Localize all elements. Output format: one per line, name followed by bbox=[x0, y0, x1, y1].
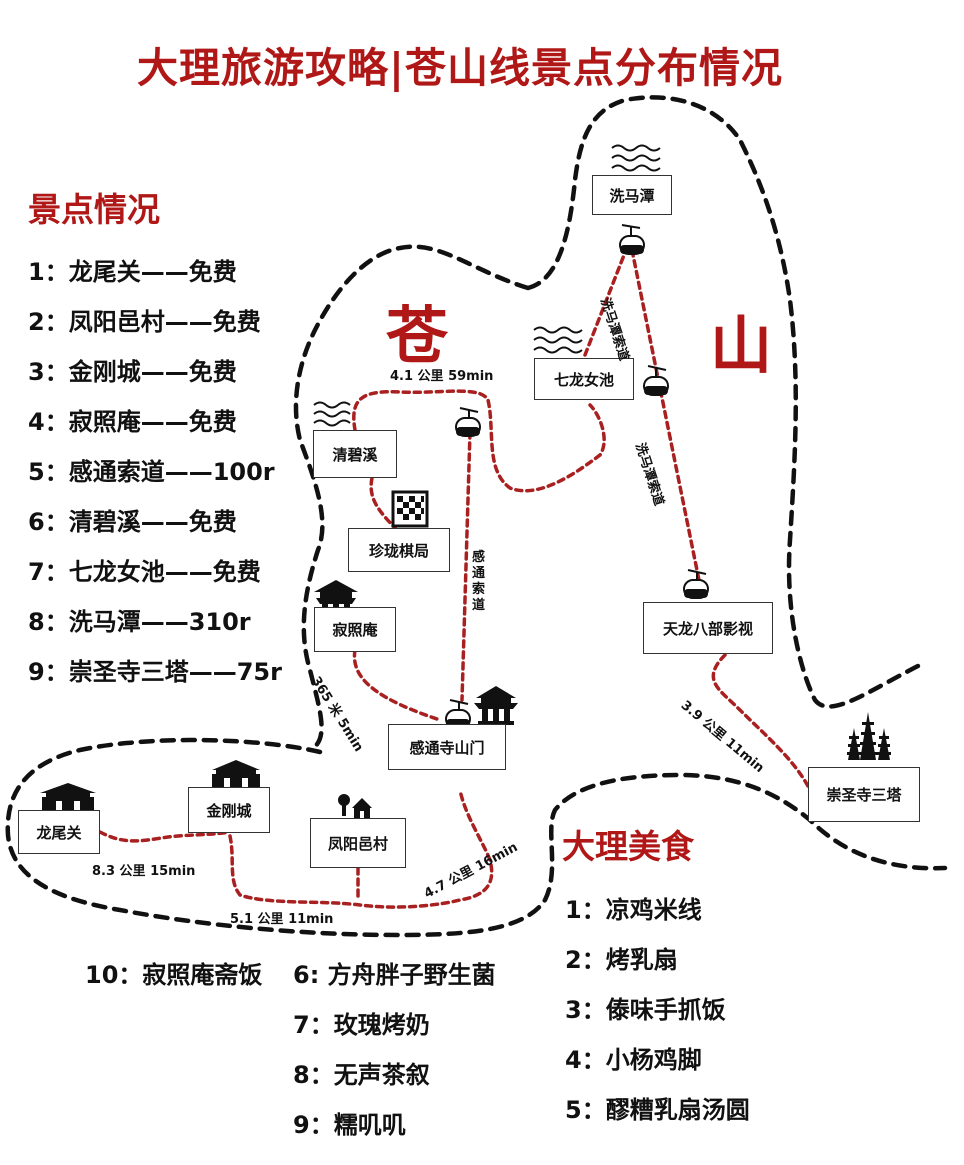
attraction-item: 2：凤阳邑村——免费 bbox=[28, 308, 261, 336]
gate-icon-jingang bbox=[212, 760, 260, 788]
place-tianlong[interactable]: 天龙八部影视 bbox=[643, 602, 773, 654]
region-boundary bbox=[5, 737, 948, 938]
food-heading: 大理美食 bbox=[562, 827, 694, 866]
route-jizhao-gantong bbox=[352, 648, 442, 722]
temple-icon-gantong bbox=[474, 686, 518, 725]
attraction-item: 9：崇圣寺三塔——75r bbox=[28, 658, 282, 686]
food-item: 8：无声茶叙 bbox=[293, 1061, 430, 1089]
wave-icon-qingbi bbox=[313, 401, 351, 427]
route-qilong-ximatan bbox=[583, 248, 628, 357]
food-item: 7：玫瑰烤奶 bbox=[293, 1011, 430, 1039]
attraction-item: 3：金刚城——免费 bbox=[28, 358, 237, 386]
route-jingang-fengyang bbox=[228, 788, 494, 909]
cable-car-icon-midway bbox=[643, 365, 669, 396]
food-item: 10：寂照庵斋饭 bbox=[85, 961, 263, 989]
page-title: 大理旅游攻略|苍山线景点分布情况 bbox=[137, 44, 783, 92]
route-tianlong-chongsheng bbox=[711, 653, 812, 792]
attraction-item: 7：七龙女池——免费 bbox=[28, 558, 261, 586]
food-item: 9：糯叽叽 bbox=[293, 1111, 406, 1139]
cable-car-icon-gantong-top bbox=[455, 407, 481, 437]
pagoda-icon-chongsheng bbox=[847, 712, 891, 760]
route-label-gantong-cable: 感通索道 bbox=[472, 550, 486, 613]
cable-car-icon-tianlong bbox=[683, 569, 709, 599]
attractions-heading: 景点情况 bbox=[28, 190, 160, 229]
food-item: 3：傣味手抓饭 bbox=[565, 996, 726, 1024]
food-item: 5：醪糟乳扇汤圆 bbox=[565, 1096, 750, 1124]
attraction-item: 1：龙尾关——免费 bbox=[28, 258, 237, 286]
gate-icon-longwei bbox=[40, 783, 96, 811]
food-item: 4：小杨鸡脚 bbox=[565, 1046, 702, 1074]
place-gantong[interactable]: 感通寺山门 bbox=[388, 724, 506, 770]
route-gantong-cable bbox=[460, 430, 472, 702]
route-label-qingbi-qilong: 4.1 公里 59min bbox=[390, 369, 494, 384]
place-jizhao[interactable]: 寂照庵 bbox=[314, 607, 396, 652]
cable-car-icon-ximatan bbox=[619, 224, 645, 255]
route-qingbi-zhenlong bbox=[369, 476, 397, 530]
route-label-longwei-jingang: 8.3 公里 15min bbox=[92, 864, 196, 879]
route-label-jingang-fengyang: 5.1 公里 11min bbox=[230, 912, 334, 927]
route-longwei-jingang bbox=[98, 830, 232, 843]
place-chongsheng[interactable]: 崇圣寺三塔 bbox=[808, 767, 920, 822]
place-qilong[interactable]: 七龙女池 bbox=[534, 358, 634, 400]
place-jingang[interactable]: 金刚城 bbox=[188, 787, 270, 833]
attraction-item: 5：感通索道——100r bbox=[28, 458, 275, 486]
house-icon-fengyang bbox=[338, 794, 372, 818]
mountain-char-shan: 山 bbox=[710, 309, 773, 382]
route-qingbi-qilong bbox=[352, 389, 606, 493]
mountain-char-cang: 苍 bbox=[386, 299, 449, 372]
wave-icon-qilong bbox=[533, 326, 583, 354]
attraction-item: 6：清碧溪——免费 bbox=[28, 508, 237, 536]
place-zhenlong[interactable]: 珍珑棋局 bbox=[348, 528, 450, 572]
food-item: 6: 方舟胖子野生菌 bbox=[293, 961, 496, 989]
place-fengyang[interactable]: 凤阳邑村 bbox=[310, 818, 406, 868]
food-item: 2：烤乳扇 bbox=[565, 946, 678, 974]
place-qingbi[interactable]: 清碧溪 bbox=[313, 430, 397, 478]
mountain-boundary bbox=[293, 95, 923, 753]
route-ximatan-cable bbox=[630, 248, 702, 587]
place-ximatan[interactable]: 洗马潭 bbox=[592, 175, 672, 215]
attraction-item: 8：洗马潭——310r bbox=[28, 608, 251, 636]
wave-icon-ximatan bbox=[611, 144, 661, 172]
food-item: 1：凉鸡米线 bbox=[565, 896, 702, 924]
attraction-item: 4：寂照庵——免费 bbox=[28, 408, 237, 436]
place-longwei[interactable]: 龙尾关 bbox=[18, 810, 100, 854]
chessboard-icon bbox=[391, 490, 429, 528]
